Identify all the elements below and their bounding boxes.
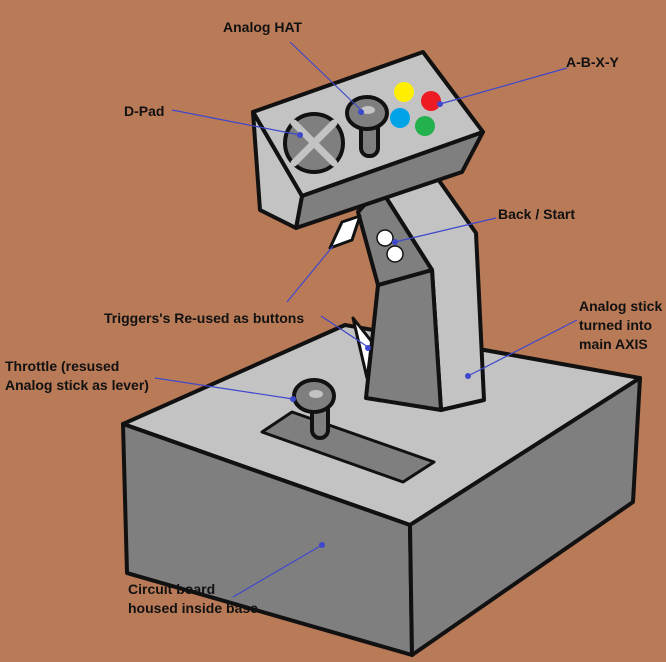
dot-back-start bbox=[392, 239, 398, 245]
throttle-slot bbox=[260, 410, 436, 484]
dot-analog-hat bbox=[358, 109, 364, 115]
label-analog-stick-line3: main AXIS bbox=[579, 336, 648, 352]
leader-abxy bbox=[439, 67, 568, 105]
dpad-icon bbox=[283, 112, 345, 174]
leader-dpad bbox=[171, 109, 301, 136]
head-side bbox=[251, 110, 304, 230]
dot-triggers bbox=[365, 345, 371, 351]
label-dpad: D-Pad bbox=[124, 103, 165, 119]
leader-triggers bbox=[286, 245, 334, 303]
label-abxy: A-B-X-Y bbox=[566, 54, 619, 70]
label-analog-stick-line2: turned into bbox=[579, 317, 653, 333]
label-circuit-board-line2: housed inside base bbox=[128, 600, 258, 616]
base-side bbox=[408, 376, 642, 657]
label-triggers: Triggers's Re-used as buttons bbox=[104, 310, 305, 326]
label-analog-hat: Analog HAT bbox=[223, 19, 303, 35]
leader-triggers-lower bbox=[320, 315, 369, 348]
dot-dpad bbox=[297, 132, 303, 138]
trigger-upper bbox=[328, 214, 362, 250]
dot-circuit-board bbox=[319, 542, 325, 548]
label-throttle-line2: Analog stick as lever) bbox=[5, 377, 149, 393]
label-analog-stick: Analog stick turned into main AXIS bbox=[579, 297, 662, 354]
leader-analog-hat bbox=[289, 41, 362, 111]
leader-circuit-board bbox=[232, 544, 323, 598]
label-throttle-line1: Throttle (resused bbox=[5, 358, 120, 374]
start-button bbox=[386, 245, 404, 263]
button-b-icon bbox=[421, 91, 441, 111]
button-a-icon bbox=[415, 116, 435, 136]
throttle-knob-highlight bbox=[309, 390, 323, 398]
analog-hat-icon bbox=[345, 95, 389, 158]
back-button bbox=[376, 229, 394, 247]
label-throttle: Throttle (resused Analog stick as lever) bbox=[5, 357, 149, 395]
label-analog-stick-line1: Analog stick bbox=[579, 298, 663, 314]
dot-abxy bbox=[437, 101, 443, 107]
dot-throttle bbox=[290, 396, 296, 402]
label-back-start: Back / Start bbox=[498, 206, 576, 222]
stick-column-side bbox=[364, 268, 443, 412]
leader-back-start bbox=[394, 217, 497, 243]
label-circuit-board: Circuit board housed inside base bbox=[128, 580, 258, 618]
button-y-icon bbox=[394, 82, 414, 102]
label-circuit-board-line1: Circuit board bbox=[128, 581, 216, 597]
leader-analog-stick bbox=[467, 319, 578, 377]
leader-throttle bbox=[154, 377, 294, 400]
dot-analog-stick bbox=[465, 373, 471, 379]
button-x-icon bbox=[390, 108, 410, 128]
